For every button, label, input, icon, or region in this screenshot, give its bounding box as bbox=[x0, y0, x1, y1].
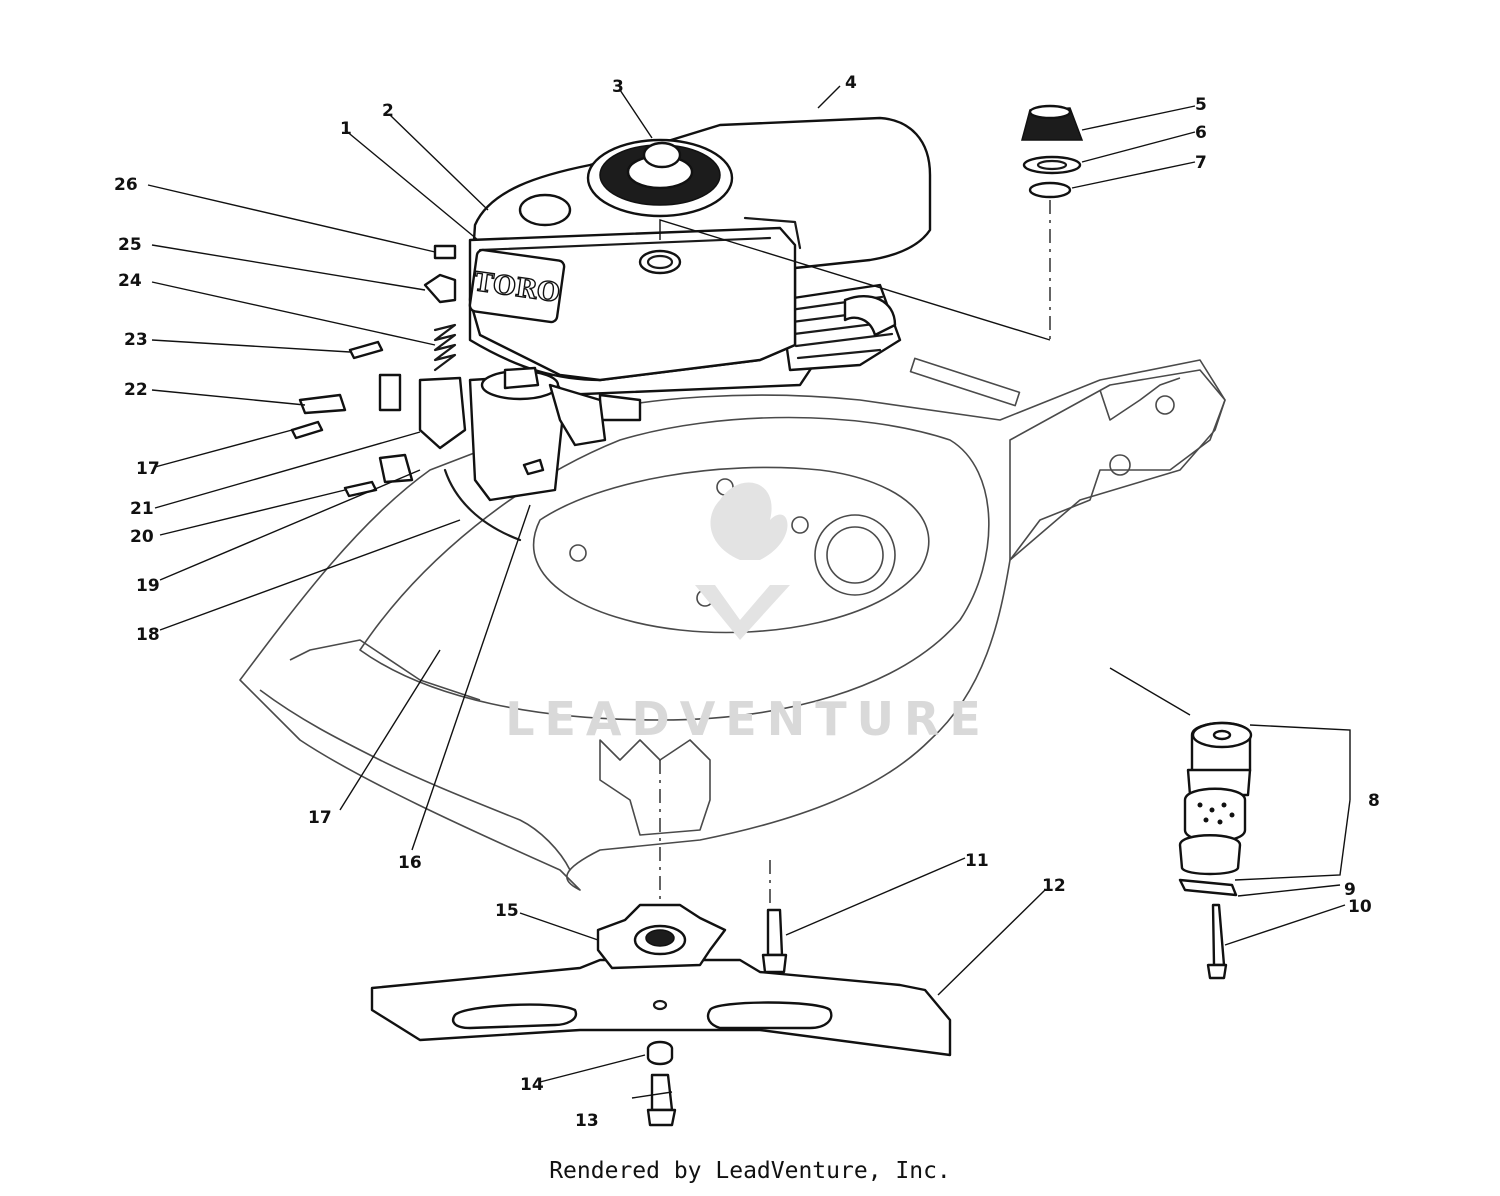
callout-21: 21 bbox=[130, 499, 154, 519]
callout-24: 24 bbox=[118, 271, 142, 291]
muffler-assembly bbox=[1109, 667, 1253, 980]
blade bbox=[370, 958, 952, 1057]
lock-plate-9 bbox=[1178, 878, 1238, 897]
bolt-10 bbox=[1211, 903, 1226, 967]
callout-19: 19 bbox=[136, 576, 160, 596]
callout-14: 14 bbox=[520, 1075, 544, 1095]
leader-lines bbox=[147, 85, 1351, 1099]
callout-16: 16 bbox=[398, 853, 422, 873]
callout-1: 1 bbox=[340, 119, 352, 139]
callout-13: 13 bbox=[575, 1111, 599, 1131]
callout-6: 6 bbox=[1195, 123, 1207, 143]
fuel-cap bbox=[518, 193, 572, 227]
callout-10: 10 bbox=[1348, 897, 1372, 917]
blade-assembly bbox=[370, 760, 952, 1127]
clip-20 bbox=[378, 453, 414, 484]
callout-11: 11 bbox=[965, 851, 989, 871]
brand-logo: TORO bbox=[468, 248, 566, 324]
callout-9: 9 bbox=[1344, 880, 1356, 900]
muffler-base bbox=[1178, 834, 1242, 876]
callout-17-upper: 17 bbox=[136, 459, 160, 479]
callout-18: 18 bbox=[136, 625, 160, 645]
cap-26 bbox=[433, 244, 457, 260]
callout-4: 4 bbox=[845, 73, 857, 93]
engine-assembly: TORO bbox=[468, 116, 932, 422]
spring bbox=[433, 323, 457, 372]
oil-fill-cap bbox=[638, 249, 682, 275]
watermark-text: LEADVENTURE bbox=[505, 692, 991, 746]
callout-2: 2 bbox=[382, 101, 394, 121]
bolt-11 bbox=[766, 908, 784, 957]
washer-6 bbox=[1022, 155, 1082, 175]
callout-25: 25 bbox=[118, 235, 142, 255]
terminal-22 bbox=[298, 393, 347, 415]
callout-15: 15 bbox=[495, 901, 519, 921]
mower-deck bbox=[239, 357, 1226, 891]
callout-22: 22 bbox=[124, 380, 148, 400]
watermark: LEADVENTURE bbox=[505, 482, 991, 746]
grommet-7 bbox=[1028, 181, 1072, 199]
muffler-body bbox=[1183, 787, 1247, 843]
footer-credit: Rendered by LeadVenture, Inc. bbox=[549, 1158, 951, 1184]
knob-25 bbox=[423, 273, 457, 304]
callout-3: 3 bbox=[612, 77, 624, 97]
callout-17-lower: 17 bbox=[308, 808, 332, 828]
lock-washer-14 bbox=[646, 1040, 674, 1066]
callout-12: 12 bbox=[1042, 876, 1066, 896]
callout-26: 26 bbox=[114, 175, 138, 195]
air-cleaner-parts bbox=[659, 104, 1084, 341]
callout-labels: 1 2 3 4 5 6 7 8 9 10 11 12 13 14 15 16 1… bbox=[114, 73, 1380, 1131]
callout-8: 8 bbox=[1368, 791, 1380, 811]
callout-23: 23 bbox=[124, 330, 148, 350]
callout-7: 7 bbox=[1195, 153, 1207, 173]
callout-5: 5 bbox=[1195, 95, 1207, 115]
electric-start-components bbox=[290, 244, 607, 542]
callout-20: 20 bbox=[130, 527, 154, 547]
wire-18 bbox=[443, 468, 522, 542]
recoil-starter bbox=[586, 138, 734, 218]
solenoid bbox=[418, 376, 467, 450]
cylinder-fins bbox=[778, 283, 902, 372]
